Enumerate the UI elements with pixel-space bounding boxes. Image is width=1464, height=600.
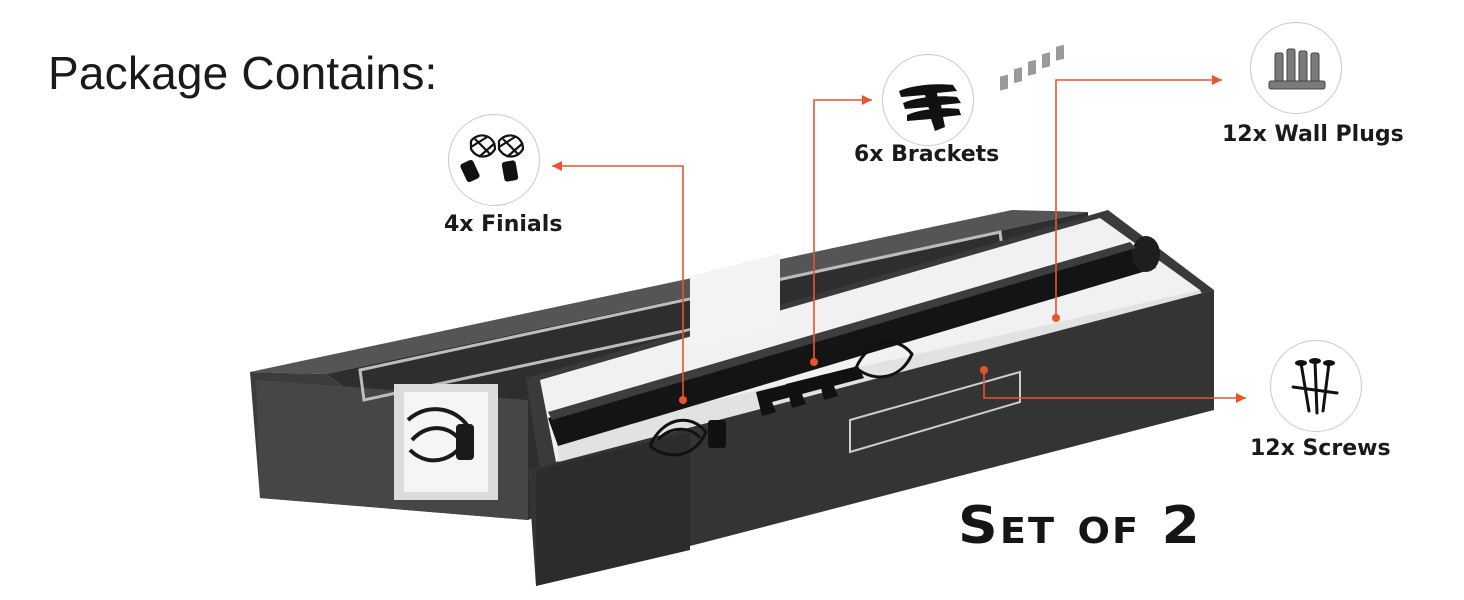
bracket-icon xyxy=(882,54,974,146)
finials-label: 4x Finials xyxy=(444,212,563,237)
screws-label: 12x Screws xyxy=(1250,436,1391,461)
set-quantity-label: Set of 2 xyxy=(958,496,1202,556)
open-tray xyxy=(526,44,1214,586)
brackets-label: 6x Brackets xyxy=(854,142,1000,167)
callout-dots xyxy=(552,75,1246,404)
wall-plug-icon xyxy=(1250,22,1342,114)
callout-lines xyxy=(552,79,1246,400)
finial-icon xyxy=(448,114,540,206)
screw-icon xyxy=(1270,340,1362,432)
wall-plugs-label: 12x Wall Plugs xyxy=(1222,122,1404,147)
page-title: Package Contains: xyxy=(48,47,438,99)
